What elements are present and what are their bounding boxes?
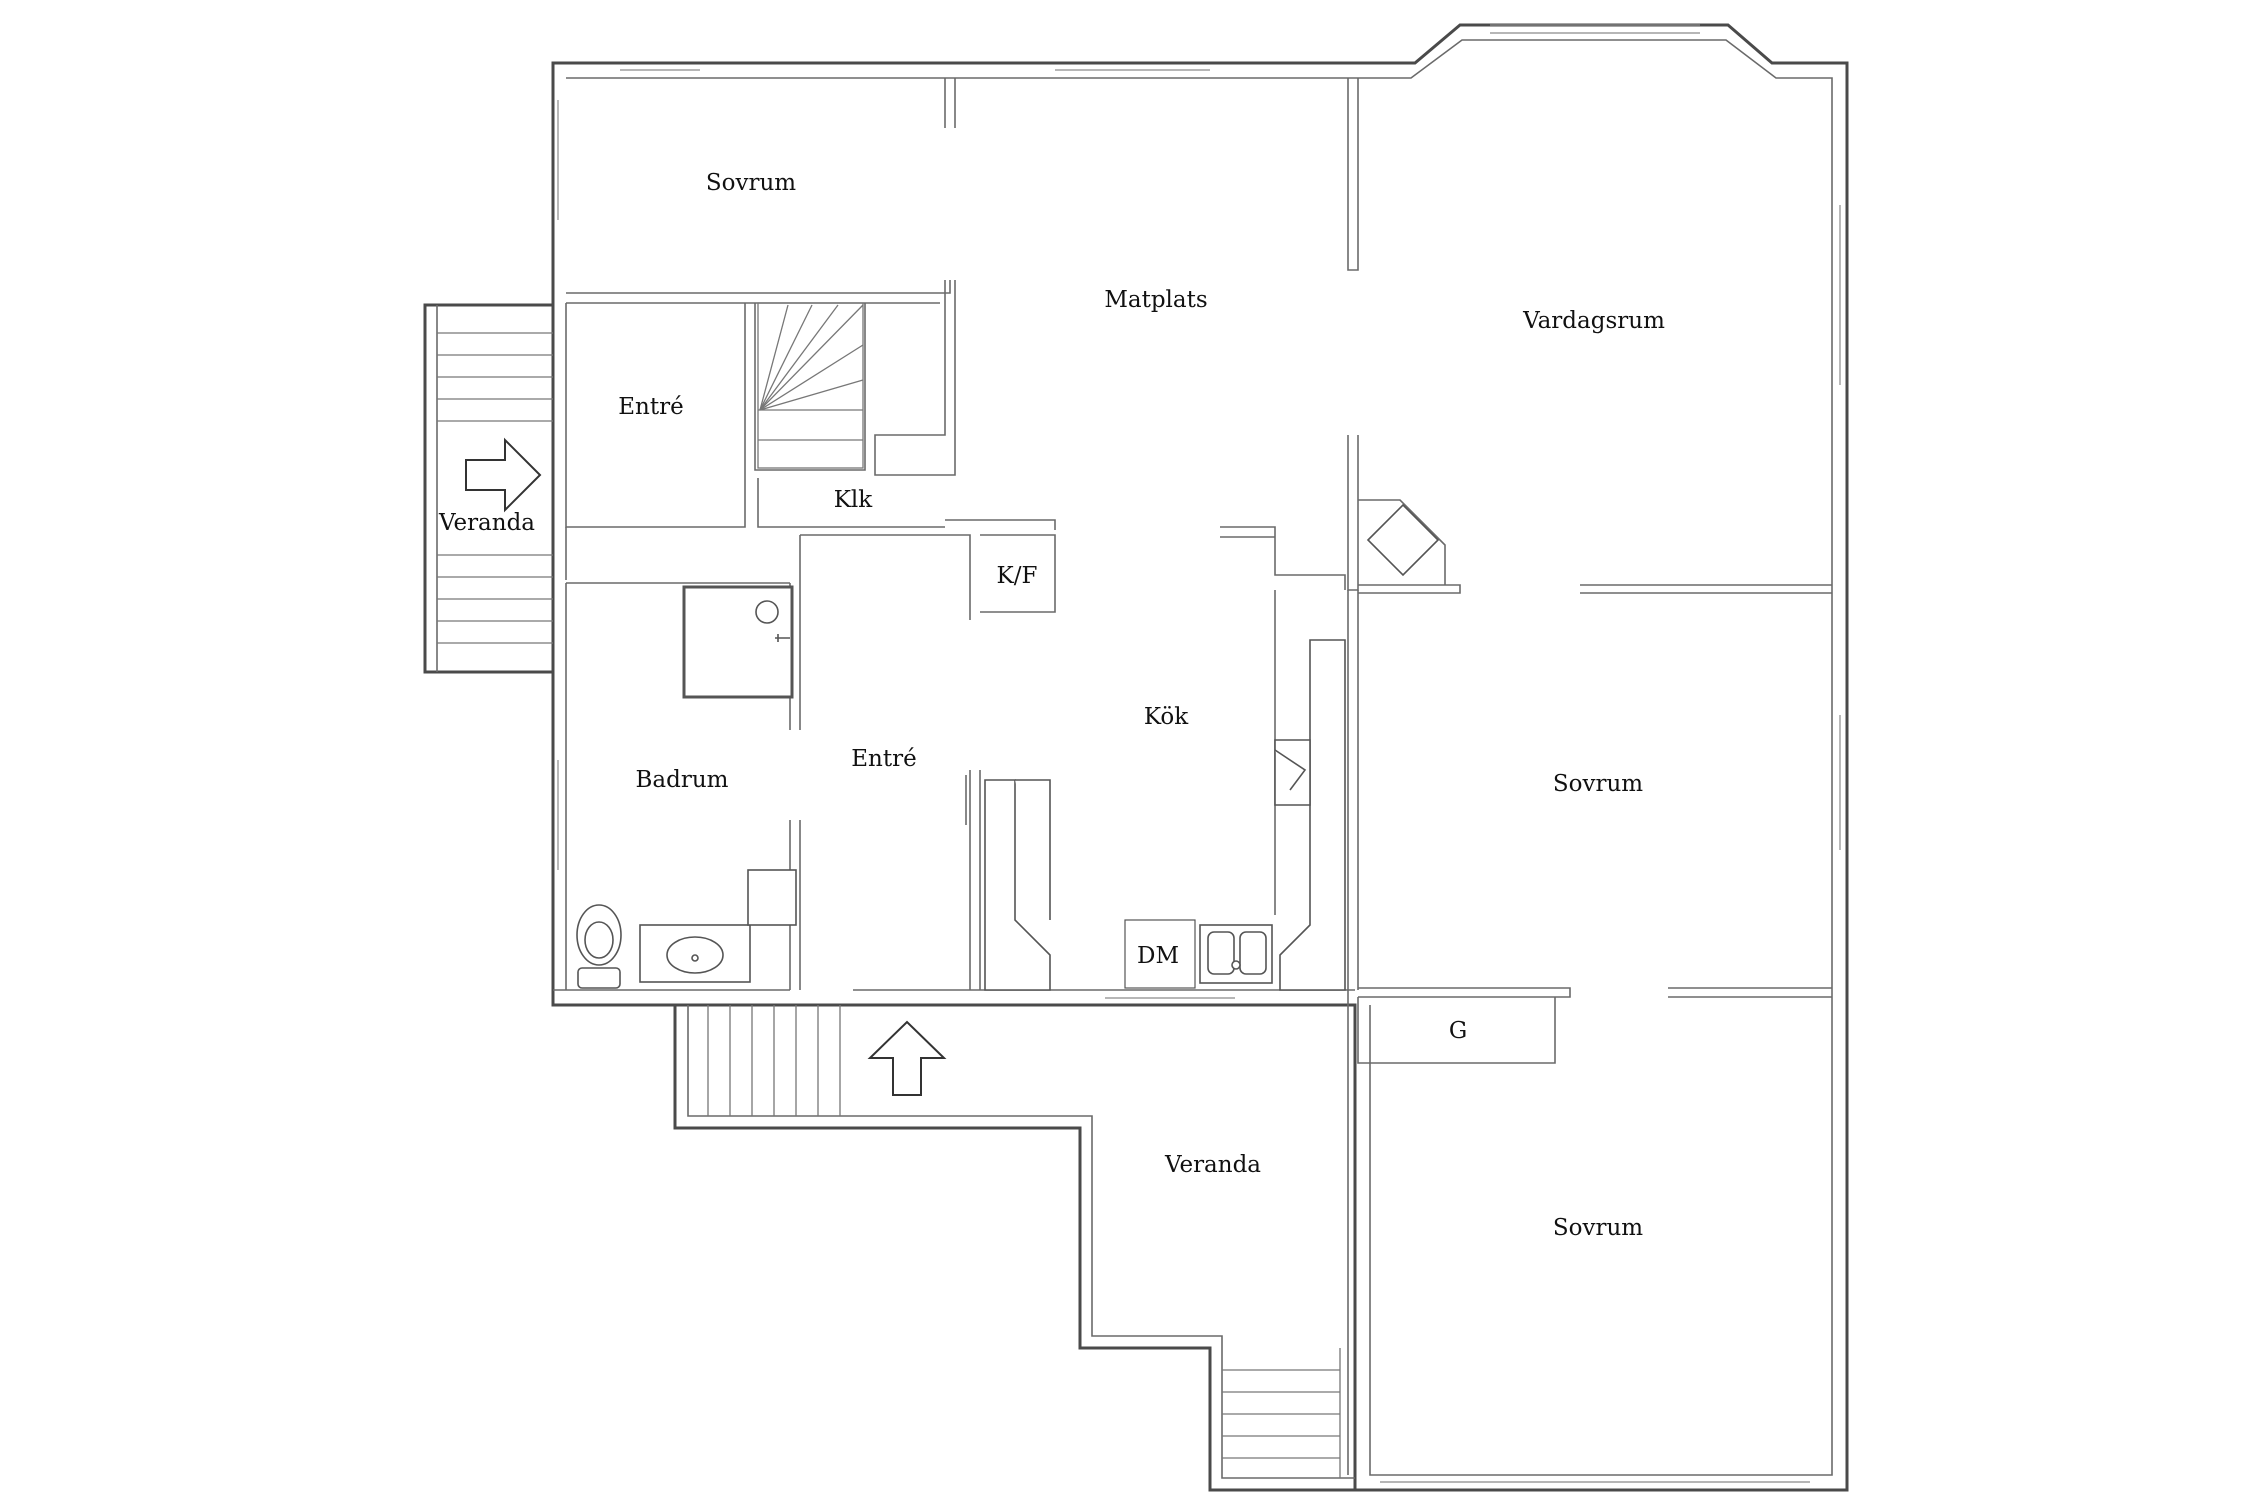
room-label-veranda-west: Veranda <box>438 510 535 536</box>
shower-icon <box>682 585 794 699</box>
staircase-icon <box>757 302 864 469</box>
room-labels: Sovrum Matplats Vardagsrum Entré Veranda… <box>438 170 1665 1241</box>
room-label-entre-lower: Entré <box>851 746 916 772</box>
room-label-sovrum-southeast: Sovrum <box>1553 1215 1643 1241</box>
room-label-dm: DM <box>1137 943 1179 969</box>
room-label-matplats: Matplats <box>1104 287 1207 313</box>
room-label-sovrum-east: Sovrum <box>1553 771 1643 797</box>
bathroom-fixtures <box>576 585 797 989</box>
room-label-entre-upper: Entré <box>618 394 683 420</box>
arrow-right-icon <box>465 437 542 513</box>
room-label-badrum: Badrum <box>636 767 729 793</box>
fireplace-icon <box>1358 499 1446 585</box>
west-veranda <box>423 303 553 674</box>
room-label-kok: Kök <box>1144 704 1189 730</box>
room-label-veranda-south: Veranda <box>1164 1152 1261 1178</box>
exterior-walls <box>551 23 1849 1492</box>
kitchen-counters <box>984 639 1346 991</box>
room-label-g: G <box>1449 1018 1467 1044</box>
south-veranda <box>673 1005 1355 1492</box>
washbasin-icon <box>639 924 751 983</box>
arrow-up-icon <box>867 1020 947 1096</box>
room-label-sovrum-top: Sovrum <box>706 170 796 196</box>
toilet-icon <box>576 904 622 989</box>
room-label-vardagsrum: Vardagsrum <box>1522 308 1665 334</box>
double-sink-icon <box>1199 924 1273 984</box>
room-label-kf: K/F <box>997 563 1038 589</box>
room-label-klk: Klk <box>834 487 874 513</box>
